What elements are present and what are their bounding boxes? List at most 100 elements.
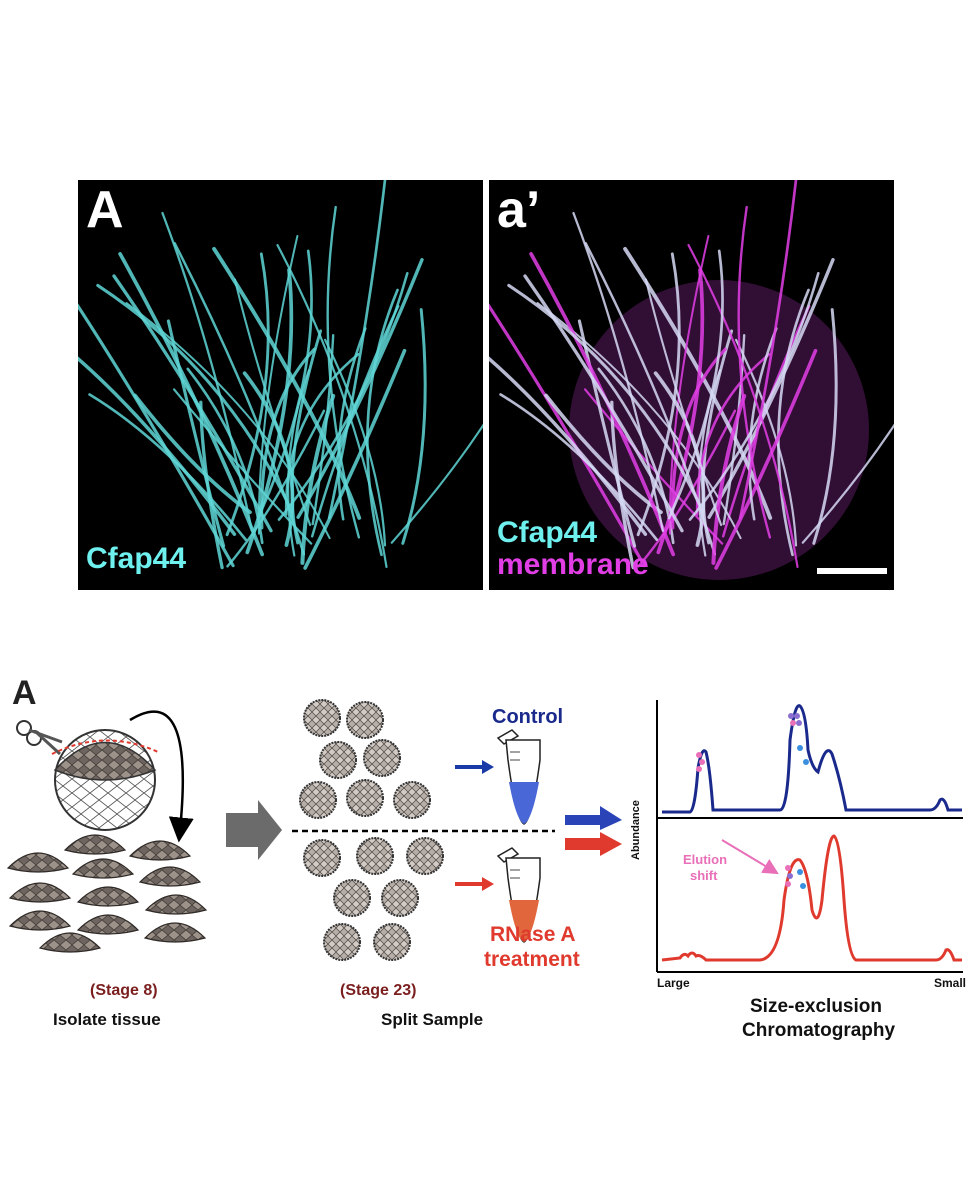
- experiment-schematic: A (Stage 8) Isolate tissue (Stage 23) Sp…: [0, 660, 978, 1080]
- arrow-to-control: [455, 760, 494, 774]
- cilium-strand: [199, 400, 224, 570]
- cilium-strand: [714, 348, 818, 570]
- cilium-strand: [259, 347, 316, 530]
- tube-treatment-icon: [496, 847, 541, 943]
- cilium-strand: [499, 393, 659, 541]
- organoid: [393, 781, 431, 819]
- organoid: [333, 879, 371, 917]
- cilium-strand: [748, 327, 778, 521]
- cilium-strand: [337, 327, 367, 521]
- tube-control-icon: [496, 729, 541, 825]
- cfap44-label: Cfap44: [497, 516, 598, 549]
- cilium-strand: [507, 283, 705, 514]
- cilium-strand: [366, 288, 399, 557]
- schematic-letter: A: [12, 674, 37, 712]
- organoid: [303, 699, 341, 737]
- organoid: [381, 879, 419, 917]
- tissue-cap: [76, 886, 140, 907]
- cilium-strand: [707, 258, 835, 519]
- arrow-to-treatment: [455, 877, 494, 891]
- cilium-strand: [722, 334, 746, 526]
- cilium-strand: [711, 393, 747, 565]
- cilium-strand: [544, 393, 663, 515]
- schematic-graphics: [6, 699, 963, 973]
- cilium-strand: [96, 283, 294, 514]
- cilia-image-merge: [489, 180, 894, 580]
- organoid: [363, 739, 401, 777]
- micrograph-panel-cfap44: A Cfap44: [78, 180, 483, 590]
- cilium-strand: [610, 400, 635, 570]
- curved-arrow: [129, 710, 194, 843]
- tissue-cap: [128, 840, 192, 861]
- cilium-strand: [311, 334, 335, 526]
- tissue-cap: [8, 910, 72, 931]
- trace-treatment: [661, 834, 962, 962]
- scissors-icon: [16, 720, 63, 756]
- chromatogram-axes: [656, 700, 963, 973]
- cilium-strand: [327, 180, 387, 520]
- stage-23-label: (Stage 23): [340, 982, 417, 999]
- cilium-strand: [523, 274, 684, 533]
- control-label: Control: [492, 706, 564, 728]
- tissue-cap: [138, 866, 202, 887]
- tissue-cap: [76, 914, 140, 935]
- organoid: [299, 781, 337, 819]
- cilium-strand: [326, 205, 361, 539]
- cilium-strand: [78, 303, 235, 568]
- cilium-strand: [801, 423, 894, 544]
- cilium-strand: [812, 308, 838, 545]
- cilium-strand: [112, 274, 273, 533]
- organoid: [323, 923, 361, 961]
- cilium-strand: [572, 211, 665, 532]
- cilium-strand: [300, 393, 336, 565]
- cilium-strand: [133, 393, 252, 515]
- organoid: [319, 741, 357, 779]
- arrow-blue: [565, 806, 622, 830]
- cilium-strand: [688, 272, 820, 521]
- cilium-strand: [233, 278, 312, 527]
- elution-shift-arrow: [721, 839, 779, 875]
- scale-bar: [817, 568, 887, 574]
- tissue-cap: [63, 834, 127, 855]
- panel-letter: a’: [497, 181, 541, 239]
- cilium-strand: [489, 303, 646, 568]
- cilium-strand: [737, 205, 772, 539]
- cilium-strand: [256, 249, 313, 520]
- cilium-strand: [687, 244, 799, 568]
- cilium-strand: [226, 409, 326, 568]
- cilium-strand: [88, 393, 248, 541]
- tissue-cap: [71, 858, 135, 879]
- tissue-cap: [6, 852, 70, 873]
- x-axis-small-label: Small: [934, 976, 967, 990]
- tissue-cap: [38, 932, 102, 953]
- sec-caption-line2: Chromatography: [742, 1020, 896, 1041]
- cilium-strand: [390, 423, 483, 544]
- cilium-strand: [695, 353, 771, 516]
- treatment-label: treatment: [484, 948, 580, 971]
- tissue-cap: [8, 882, 72, 903]
- elution-label: Elution: [683, 852, 728, 867]
- x-axis-large-label: Large: [657, 976, 690, 990]
- tissue-cap: [143, 922, 207, 943]
- arrow-red: [565, 832, 622, 856]
- isolate-tissue-caption: Isolate tissue: [53, 1010, 161, 1029]
- cilium-strand: [738, 180, 798, 520]
- organoid: [303, 839, 341, 877]
- tissue-cap: [144, 894, 208, 915]
- y-axis-label: Abundance: [630, 800, 642, 860]
- cilium-strand: [284, 353, 360, 516]
- organoid: [346, 779, 384, 817]
- organoid: [373, 923, 411, 961]
- shift-label: shift: [690, 868, 718, 883]
- cilium-strand: [166, 319, 226, 548]
- panel-letter: A: [86, 181, 124, 239]
- cfap44-label: Cfap44: [86, 542, 187, 575]
- embryo-sphere: [51, 729, 159, 831]
- cilium-strand: [577, 319, 637, 548]
- cilium-strand: [777, 288, 810, 557]
- organoid: [406, 837, 444, 875]
- cilium-strand: [584, 242, 717, 556]
- organoid-samples: [299, 699, 444, 961]
- cilium-strand: [173, 242, 306, 556]
- cilium-strand: [161, 211, 254, 532]
